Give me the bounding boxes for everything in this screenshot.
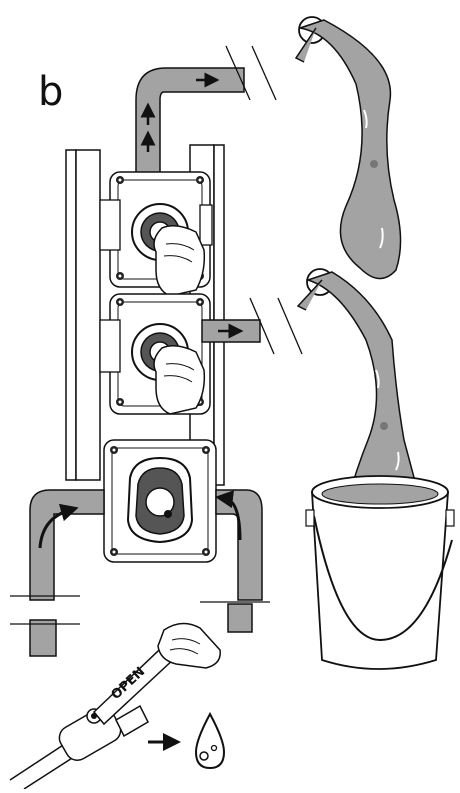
water-drop-icon [196,714,224,768]
ball-valve [10,703,148,789]
valve-module-bottom [104,440,216,562]
water-stream-lower [298,269,420,500]
water-stream-upper [296,17,401,279]
inlet-pipe-left [10,490,104,656]
mounting-rail-left [66,150,100,480]
bucket [306,476,454,669]
hand-top [154,226,204,296]
step-label: b [38,72,63,112]
hand-middle [154,346,204,414]
hand-valve [158,623,220,668]
